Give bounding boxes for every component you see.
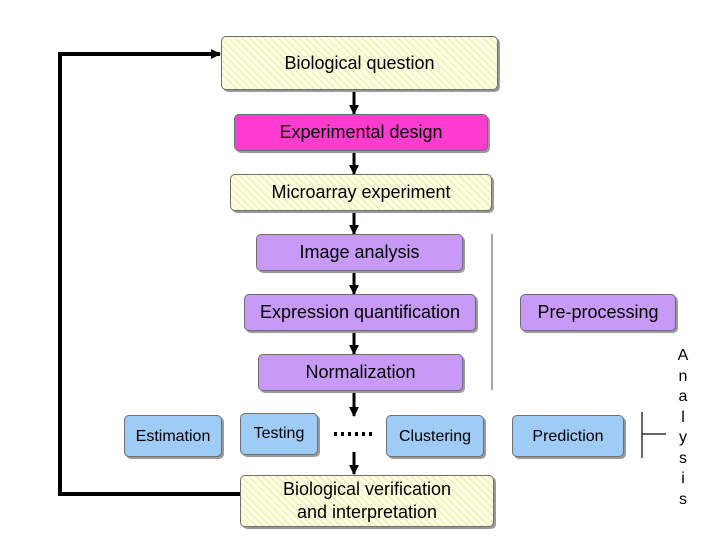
analysis-letter: l: [681, 408, 685, 426]
node-label: Expression quantification: [259, 302, 461, 322]
analysis-letter: i: [681, 470, 685, 487]
node-label: Prediction: [532, 427, 604, 445]
node-image-analysis: Image analysis: [256, 234, 463, 271]
node-clustering: Clustering: [386, 415, 484, 457]
node-normalization: Normalization: [258, 354, 463, 391]
node-label: Clustering: [398, 427, 472, 445]
node-expression-quantification: Expression quantification: [244, 294, 476, 331]
node-label: Estimation: [135, 427, 211, 445]
analysis-letter: s: [679, 449, 687, 467]
node-prediction: Prediction: [512, 415, 624, 457]
node-biological-verification: Biological verification and interpretati…: [240, 475, 494, 527]
analysis-letter: A: [677, 347, 689, 364]
node-microarray-experiment: Microarray experiment: [230, 174, 492, 211]
node-pre-processing: Pre-processing: [520, 294, 676, 331]
node-estimation: Estimation: [124, 415, 222, 457]
node-label: Normalization: [305, 362, 416, 382]
node-label: Image analysis: [299, 242, 420, 262]
node-label: Microarray experiment: [271, 182, 451, 202]
feedback-loop-arrow: [58, 49, 240, 496]
node-label: Experimental design: [279, 122, 443, 142]
node-label: Biological question: [284, 52, 435, 73]
node-label-line-2: and interpretation: [296, 502, 438, 522]
analysis-letter: n: [678, 367, 688, 385]
node-testing: Testing: [240, 413, 318, 455]
node-biological-question: Biological question: [221, 36, 498, 90]
analysis-letter: s: [679, 490, 687, 508]
node-label: Pre-processing: [537, 302, 659, 322]
analysis-letter: a: [678, 388, 688, 405]
node-experimental-design: Experimental design: [234, 114, 488, 151]
analysis-letter: y: [679, 429, 687, 446]
node-label: Testing: [253, 425, 305, 442]
node-label-line-1: Biological verification: [282, 479, 452, 499]
analysis-vertical-label: A n a l y s i s: [676, 346, 690, 510]
